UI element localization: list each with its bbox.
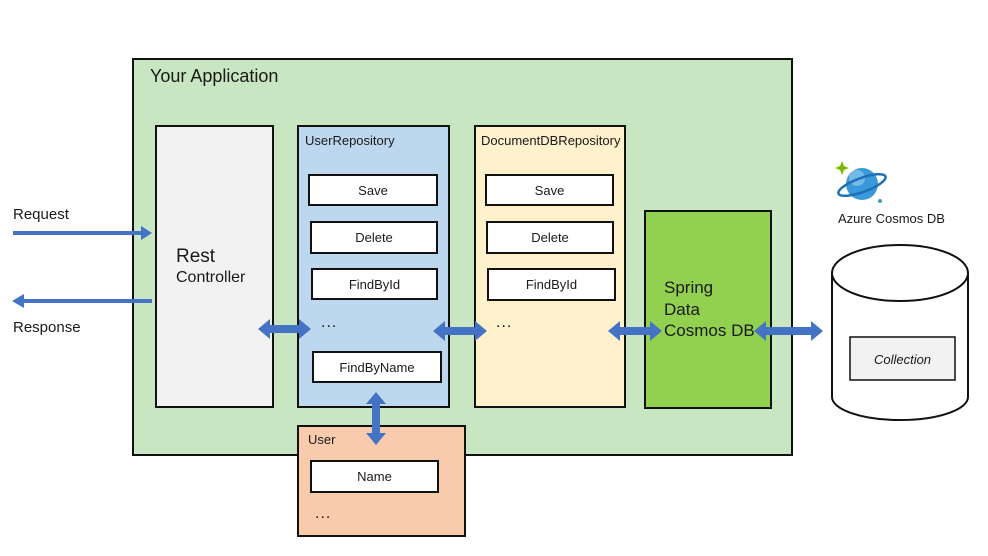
doc-repo-method-save: Save — [485, 174, 614, 206]
request-arrow — [13, 226, 152, 240]
azure-cosmos-db-label: Azure Cosmos DB — [838, 211, 945, 226]
collection-box — [849, 336, 956, 381]
spring-cosmos-double-arrow — [754, 321, 823, 341]
user-entity-field-name: Name — [310, 460, 439, 493]
spring-data-label-line3: Cosmos DB — [664, 321, 755, 340]
repo-user-vertical-double-arrow — [366, 392, 386, 445]
doc-repo-spring-double-arrow — [608, 321, 662, 341]
rest-controller-box — [155, 125, 274, 408]
user-repo-method-findbyname: FindByName — [312, 351, 442, 383]
doc-repo-method-findbyid: FindById — [487, 268, 616, 301]
spring-data-cosmos-box — [644, 210, 772, 409]
user-repo-method-findbyid: FindById — [311, 268, 438, 300]
user-repo-doc-repo-double-arrow — [433, 321, 487, 341]
spring-data-label-line2: Data — [664, 300, 700, 319]
rest-controller-label-line1: Rest — [176, 246, 216, 267]
application-title: Your Application — [150, 66, 279, 86]
user-repo-method-delete: Delete — [310, 221, 438, 254]
cosmos-db-cylinder — [831, 244, 969, 421]
rest-user-repo-double-arrow — [258, 319, 311, 339]
spring-data-label-line1: Spring — [664, 278, 714, 297]
user-entity-ellipsis: ... — [315, 505, 332, 522]
user-repository-title: UserRepository — [305, 133, 395, 148]
document-db-repository-box — [474, 125, 626, 408]
user-repo-method-save: Save — [308, 174, 438, 206]
document-db-repository-title: DocumentDBRepository — [481, 133, 621, 148]
collection-label: Collection — [873, 352, 932, 367]
doc-repo-method-ellipsis: ... — [496, 314, 513, 331]
cosmos-db-planet-icon — [835, 161, 887, 203]
response-label: Response — [13, 319, 81, 336]
rest-controller-label-line2: Controller — [176, 269, 246, 286]
request-label: Request — [13, 206, 69, 223]
doc-repo-method-delete: Delete — [486, 221, 614, 254]
user-repo-method-ellipsis: ... — [321, 314, 338, 331]
response-arrow — [12, 294, 152, 308]
user-entity-title: User — [308, 432, 336, 447]
